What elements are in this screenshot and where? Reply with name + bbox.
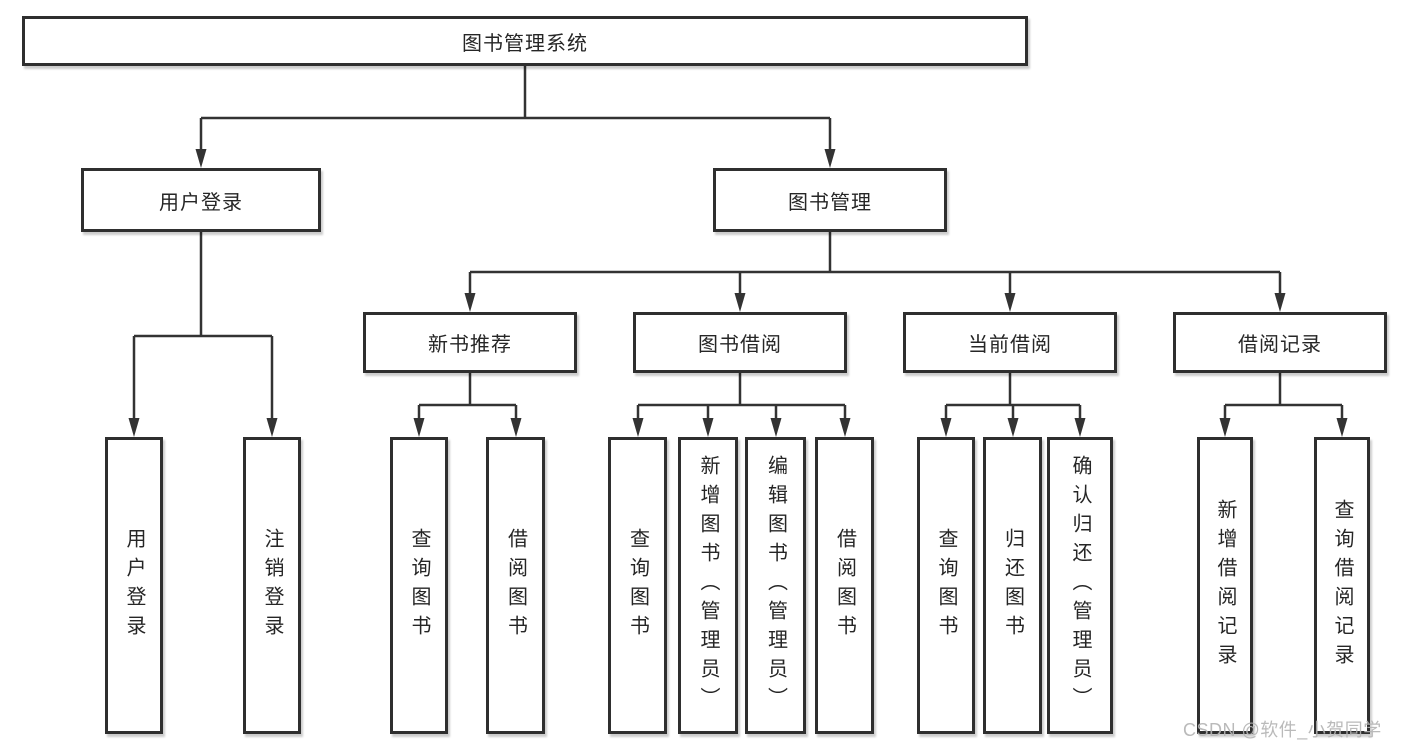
leaf-edit-book-admin: 编辑图书（管理员）	[745, 437, 806, 734]
node-user-login: 用户登录	[81, 168, 321, 232]
leaf-logout: 注销登录	[243, 437, 301, 734]
leaf-return-book: 归还图书	[983, 437, 1042, 734]
node-label: 用户登录	[159, 191, 243, 214]
leaf-borrow-books-recommend: 借阅图书	[486, 437, 545, 734]
node-label: 图书管理系统	[462, 32, 588, 55]
node-label: 图书管理	[788, 191, 872, 214]
leaf-borrow-books: 借阅图书	[815, 437, 874, 734]
node-current-borrowing: 当前借阅	[903, 312, 1117, 373]
leaf-query-borrow-record: 查询借阅记录	[1314, 437, 1370, 734]
node-label: 新书推荐	[428, 334, 512, 356]
leaf-confirm-return-admin: 确认归还（管理员）	[1047, 437, 1113, 734]
leaf-user-login: 用户登录	[105, 437, 163, 734]
node-label: 图书借阅	[698, 334, 782, 356]
node-label: 当前借阅	[968, 334, 1052, 356]
node-label: 新增借阅记录	[1214, 498, 1236, 673]
node-label: 查询图书	[408, 527, 430, 644]
node-label: 确认归还（管理员）	[1069, 455, 1091, 716]
node-book-management: 图书管理	[713, 168, 947, 232]
csdn-watermark: CSDN @软件_小贺同学	[1183, 720, 1382, 740]
node-label: 归还图书	[1001, 527, 1024, 644]
node-label: 新增图书（管理员）	[697, 455, 719, 716]
node-label: 借阅图书	[833, 527, 856, 644]
leaf-query-books-recommend: 查询图书	[390, 437, 448, 734]
node-label: 借阅记录	[1238, 334, 1322, 356]
node-label: 用户登录	[123, 527, 145, 644]
arrowheads	[128, 149, 1348, 437]
node-root-library-system: 图书管理系统	[22, 16, 1028, 66]
node-label: 查询图书	[935, 527, 957, 644]
leaf-query-books-borrowing: 查询图书	[608, 437, 667, 734]
leaf-query-books-current: 查询图书	[917, 437, 975, 734]
node-label: 借阅图书	[504, 527, 527, 644]
node-new-book-recommend: 新书推荐	[363, 312, 577, 373]
node-label: 查询借阅记录	[1331, 498, 1353, 673]
node-label: 查询图书	[626, 527, 649, 644]
leaf-add-book-admin: 新增图书（管理员）	[678, 437, 738, 734]
node-label: 注销登录	[261, 527, 283, 644]
node-book-borrowing: 图书借阅	[633, 312, 847, 373]
node-label: 编辑图书（管理员）	[764, 455, 787, 716]
tree-connector-path	[132, 66, 1344, 423]
node-borrowing-records: 借阅记录	[1173, 312, 1387, 373]
leaf-add-borrow-record: 新增借阅记录	[1197, 437, 1253, 734]
